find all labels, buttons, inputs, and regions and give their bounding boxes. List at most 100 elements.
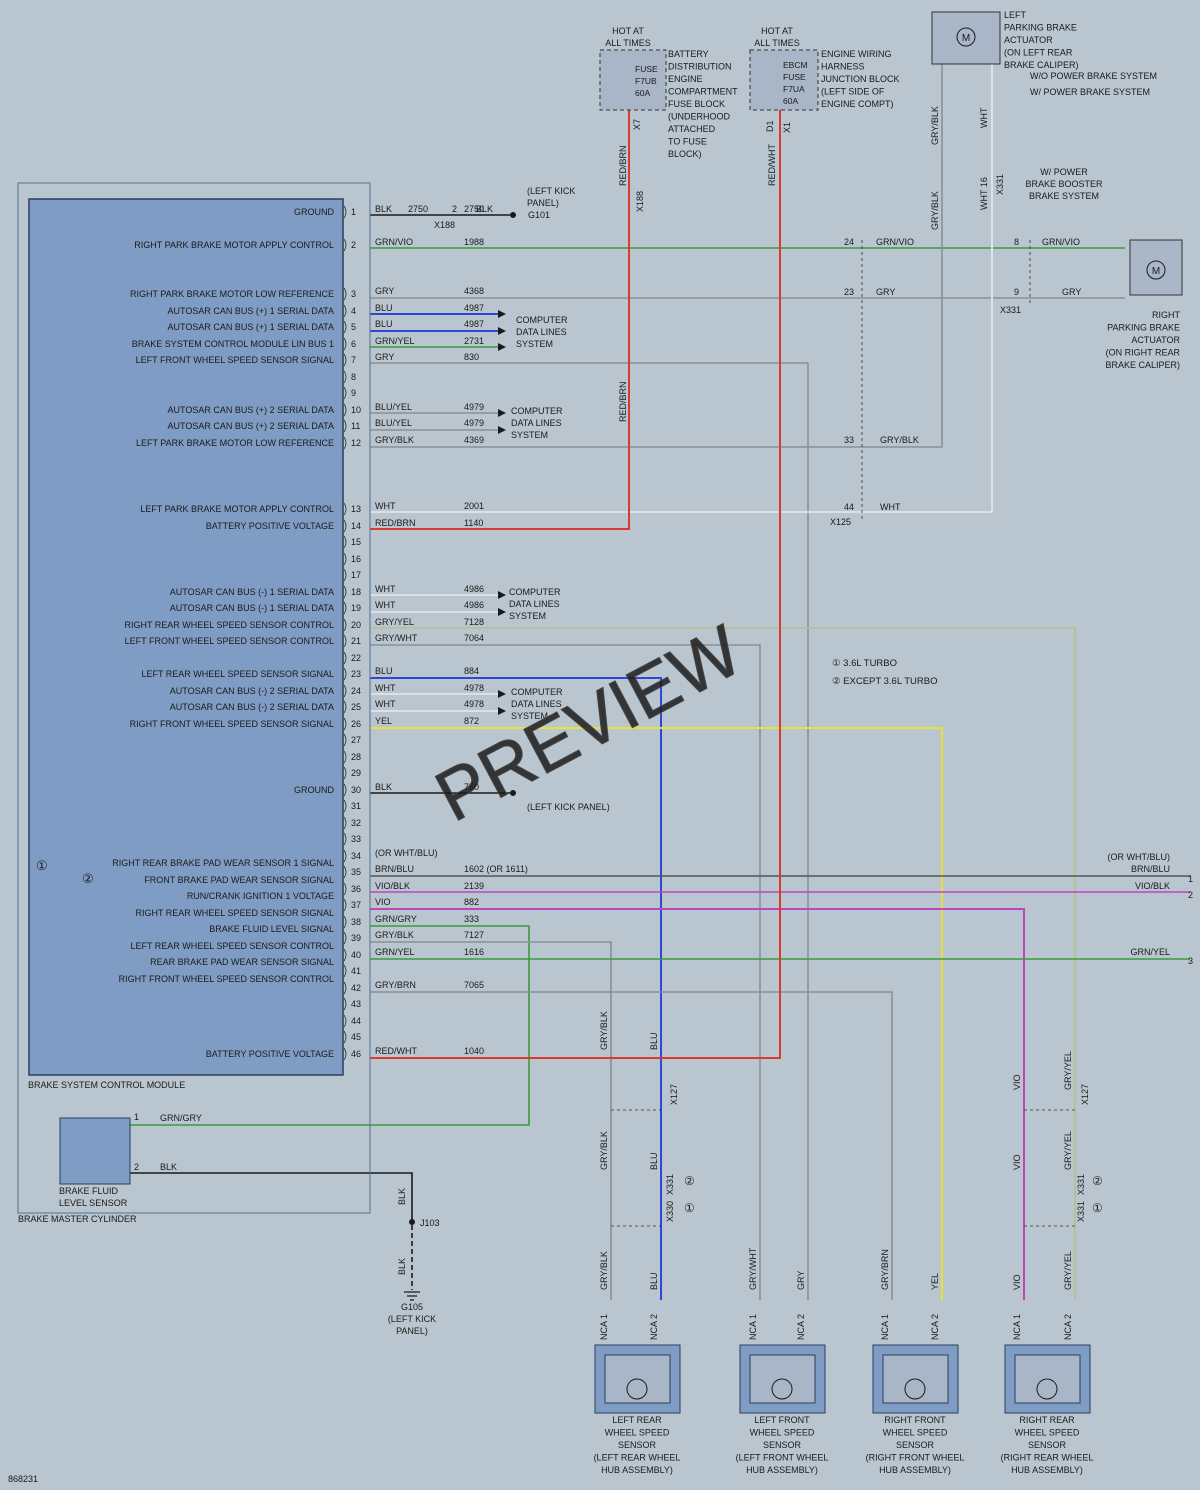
hot-label: ALL TIMES <box>754 38 800 48</box>
pin-number: 46 <box>351 1049 361 1059</box>
wire-color: GRN/VIO <box>876 237 914 247</box>
pin-number: 33 <box>351 834 361 844</box>
circuit-number: 872 <box>464 716 479 726</box>
pin-bracket <box>343 964 347 978</box>
pin-number: 30 <box>351 785 361 795</box>
circuit-number: 7064 <box>464 633 484 643</box>
pin-number: 38 <box>351 917 361 927</box>
pin-number: 13 <box>351 504 361 514</box>
fuse-block-desc: ATTACHED <box>668 124 716 134</box>
arrow-icon <box>498 690 506 698</box>
fuse-block-desc: ENGINE WIRING <box>821 49 892 59</box>
wire-color: GRY <box>876 287 895 297</box>
ground-loc: (LEFT KICK <box>527 186 575 196</box>
wire-color: WHT <box>880 502 901 512</box>
circuit-number: 2750 <box>464 204 484 214</box>
wire-color: WHT <box>375 501 396 511</box>
arrow-icon <box>498 591 506 599</box>
wire-color: YEL <box>375 716 392 726</box>
connector-pin: NCA 2 <box>930 1314 940 1340</box>
wire-pin21 <box>370 644 761 1300</box>
ground-dot <box>510 212 516 218</box>
pin-number: 19 <box>351 603 361 613</box>
wire-color: BLK <box>160 1162 177 1172</box>
pin-bracket <box>343 783 347 797</box>
wire-color: RED/BRN <box>375 518 416 528</box>
pin: 33 <box>844 435 854 445</box>
connector-pin: NCA 2 <box>1063 1314 1073 1340</box>
pin-label: AUTOSAR CAN BUS (-) 1 SERIAL DATA <box>170 603 334 613</box>
fuse-block-2 <box>749 49 819 111</box>
connector-pin: NCA 1 <box>599 1314 609 1340</box>
pin-bracket <box>343 948 347 962</box>
pin-number: 14 <box>351 521 361 531</box>
exit-wire: VIO/BLK <box>1135 881 1170 891</box>
circuit-number: 1616 <box>464 947 484 957</box>
fuse-label: F7UA <box>783 84 805 94</box>
pin-label: RIGHT FRONT WHEEL SPEED SENSOR CONTROL <box>119 974 334 984</box>
pin-label: LEFT REAR WHEEL SPEED SENSOR CONTROL <box>130 941 334 951</box>
wire-color: VIO <box>375 897 391 907</box>
mark-1: ① <box>36 858 48 873</box>
wire-color: GRY/YEL <box>1063 1251 1073 1290</box>
wheel-sensor-name: (LEFT FRONT WHEEL <box>736 1453 829 1463</box>
connector: X331 <box>1076 1174 1086 1195</box>
data-lines-label: COMPUTER <box>509 587 561 597</box>
pin-bracket <box>343 816 347 830</box>
pin: 2 <box>452 204 457 214</box>
right-actuator-title: BRAKE CALIPER) <box>1105 360 1180 370</box>
circuit-number: 1140 <box>464 518 483 528</box>
wire-color: GRY <box>375 286 394 296</box>
pin-bracket <box>343 601 347 615</box>
pin-label: LEFT PARK BRAKE MOTOR LOW REFERENCE <box>136 438 334 448</box>
wire-color: GRY/WHT <box>748 1247 758 1290</box>
wire-color: GRN/VIO <box>1042 237 1080 247</box>
pin-number: 26 <box>351 719 361 729</box>
circuit-number: 333 <box>464 914 479 924</box>
fuse-label: EBCM <box>783 60 808 70</box>
connector: X331 <box>665 1174 675 1195</box>
wire-pin42 <box>370 991 893 1300</box>
wire-color: BRN/BLU <box>375 864 414 874</box>
pin-label: LEFT FRONT WHEEL SPEED SENSOR CONTROL <box>125 636 334 646</box>
data-lines-label: DATA LINES <box>511 699 562 709</box>
pin-number: 2 <box>351 240 356 250</box>
pin-bracket <box>343 915 347 929</box>
fuse-block-1 <box>599 49 667 111</box>
connector-pin: NCA 2 <box>796 1314 806 1340</box>
right-actuator-title: RIGHT <box>1152 310 1181 320</box>
pin-bracket <box>343 535 347 549</box>
sensor-ring-icon <box>771 1378 793 1400</box>
pin-label: AUTOSAR CAN BUS (-) 1 SERIAL DATA <box>170 587 334 597</box>
pin-bracket <box>343 238 347 252</box>
pin-number: 29 <box>351 768 361 778</box>
pin-number: 42 <box>351 983 361 993</box>
pin-number: 39 <box>351 933 361 943</box>
wire-color: GRN/GRY <box>160 1113 202 1123</box>
pin-number: 43 <box>351 999 361 1009</box>
left-actuator-title: LEFT <box>1004 10 1027 20</box>
connector-pin: X1 <box>782 122 792 133</box>
mark: ② <box>1092 1174 1103 1188</box>
wire-color: GRY <box>796 1271 806 1290</box>
sensor-ring-icon <box>904 1378 926 1400</box>
wire-pin38 <box>126 925 530 1126</box>
pin-number: 22 <box>351 653 361 663</box>
wire-color: BLU <box>649 1152 659 1170</box>
pin-label: RIGHT PARK BRAKE MOTOR LOW REFERENCE <box>130 289 334 299</box>
pin-label: BRAKE SYSTEM CONTROL MODULE LIN BUS 1 <box>132 339 334 349</box>
hot-label: HOT AT <box>761 26 793 36</box>
pin: 24 <box>844 237 854 247</box>
pin-label: FRONT BRAKE PAD WEAR SENSOR SIGNAL <box>144 875 334 885</box>
connector-pin: D1 <box>765 120 775 132</box>
pin-number: 31 <box>351 801 361 811</box>
pin-bracket <box>343 667 347 681</box>
sensor-label: BRAKE FLUID <box>59 1186 119 1196</box>
wheel-sensor-name: WHEEL SPEED <box>883 1428 948 1438</box>
circuit-number: 2139 <box>464 881 484 891</box>
motor-icon-label: M <box>962 33 970 44</box>
wire-color: GRY/BLK <box>375 435 414 445</box>
sensor-ring-icon <box>626 1378 648 1400</box>
wire-color: BLU <box>649 1032 659 1050</box>
circuit-number: 1602 (OR 1611) <box>464 864 528 874</box>
